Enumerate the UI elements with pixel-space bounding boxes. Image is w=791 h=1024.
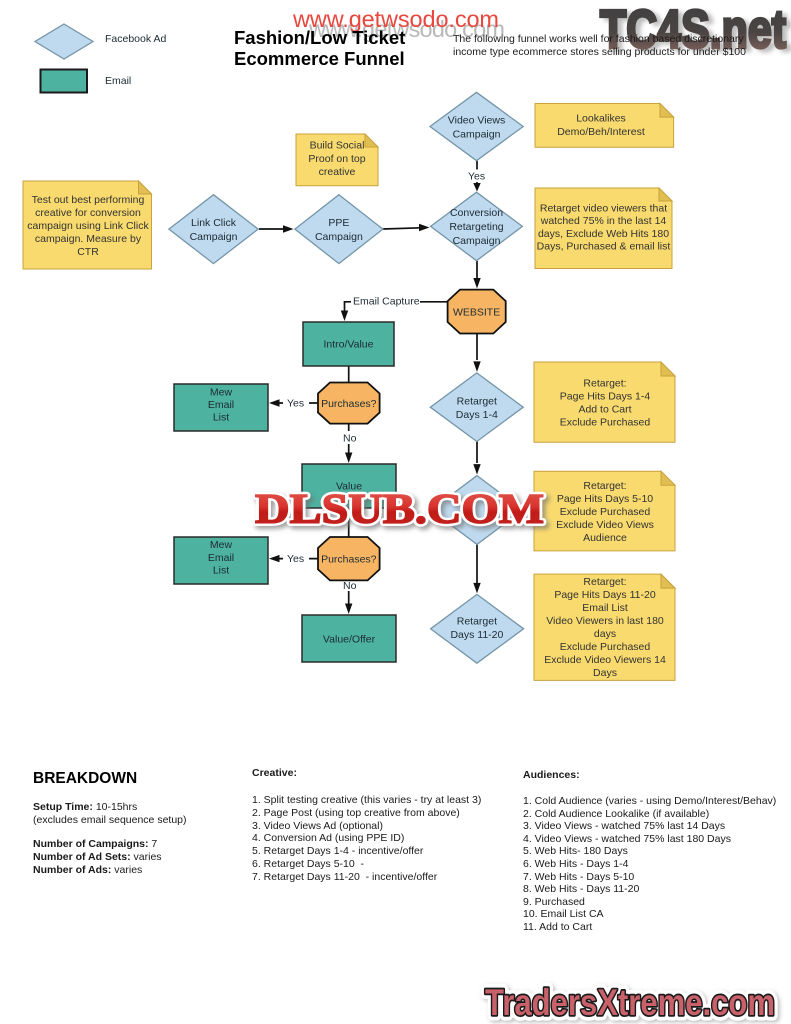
svg-text:TradersXtreme.com: TradersXtreme.com [485,982,775,1023]
svg-text:Campaign: Campaign [190,231,238,243]
svg-text:TradersXtreme.com: TradersXtreme.com [485,982,775,1023]
svg-text:Exclude Purchased: Exclude Purchased [560,506,651,518]
svg-text:Value: Value [336,481,362,493]
svg-text:Add to Cart: Add to Cart [578,404,631,416]
svg-text:Page Hits Days 11-20: Page Hits Days 11-20 [554,589,656,601]
svg-text:creative for conversion: creative for conversion [35,207,141,219]
svg-text:Mew: Mew [210,539,233,551]
svg-text:Campaign: Campaign [315,231,363,243]
svg-text:Audience: Audience [583,532,627,544]
svg-text:Demo/Beh/Interest: Demo/Beh/Interest [557,126,645,138]
svg-text:Conversion: Conversion [450,207,503,219]
svg-text:creative: creative [319,166,356,178]
svg-text:campaign using Link Click: campaign using Link Click [27,220,149,232]
svg-text:Retarget: Retarget [457,395,497,407]
svg-text:Campaign: Campaign [453,128,501,140]
svg-text:Purchases?: Purchases? [321,398,377,410]
svg-text:TC4S.net: TC4S.net [600,0,786,60]
svg-text:No: No [343,433,357,445]
svg-text:watched 75% in the last 14: watched 75% in the last 14 [540,215,667,227]
svg-text:PPE: PPE [328,217,349,229]
svg-text:List: List [213,565,229,577]
svg-text:Retarget:: Retarget: [583,480,626,492]
svg-text:Days 1-4: Days 1-4 [456,409,498,421]
svg-text:Video Views: Video Views [448,115,505,127]
svg-text:Email List: Email List [582,602,628,614]
svg-text:Days, Purchased & email list: Days, Purchased & email list [537,241,671,253]
svg-text:Build Social: Build Social [310,140,365,152]
svg-text:Retargeting: Retargeting [449,221,503,233]
svg-text:WEBSITE: WEBSITE [453,307,500,319]
svg-text:Value/Offer: Value/Offer [323,634,376,646]
svg-text:Days: Days [593,667,617,679]
svg-text:DLSUB.COM: DLSUB.COM [255,487,544,533]
svg-text:Exclude Video Viewers 14: Exclude Video Viewers 14 [544,654,666,666]
svg-text:days, Exclude Web Hits 180: days, Exclude Web Hits 180 [538,228,669,240]
svg-text:Email Capture: Email Capture [353,295,420,307]
svg-text:Email: Email [208,552,234,564]
svg-text:Retarget: Retarget [457,615,497,627]
svg-text:Yes: Yes [287,553,304,565]
svg-text:Lookalikes: Lookalikes [576,113,626,125]
svg-text:DLSUB.COM: DLSUB.COM [255,487,544,533]
svg-text:Page Hits Days 5-10: Page Hits Days 5-10 [557,493,653,505]
svg-text:Intro/Value: Intro/Value [323,339,373,351]
svg-text:Yes: Yes [287,398,304,410]
svg-text:Retarget:: Retarget: [583,576,626,588]
svg-text:No: No [343,580,357,592]
svg-text:www.getwsodo.com: www.getwsodo.com [292,6,499,32]
svg-text:Retarget video viewers that: Retarget video viewers that [540,202,667,214]
svg-text:Retarget:: Retarget: [583,378,626,390]
svg-text:Purchases?: Purchases? [321,554,377,566]
svg-text:Campaign: Campaign [453,235,501,247]
svg-text:campaign. Measure by: campaign. Measure by [35,233,142,245]
svg-text:Video Viewers in last 180: Video Viewers in last 180 [546,615,664,627]
svg-text:Exclude Video Views: Exclude Video Views [556,519,654,531]
svg-text:Mew: Mew [210,386,233,398]
svg-text:CTR: CTR [77,246,99,258]
svg-text:List: List [213,412,229,424]
svg-text:www.getwsodo.com: www.getwsodo.com [308,16,505,42]
svg-text:Proof on top: Proof on top [308,153,365,165]
svg-text:Yes: Yes [468,170,485,182]
svg-text:Link Click: Link Click [191,217,237,229]
svg-text:Exclude Purchased: Exclude Purchased [560,417,651,429]
svg-text:Page Hits Days 1-4: Page Hits Days 1-4 [560,391,651,403]
svg-text:days: days [594,628,616,640]
svg-text:Days 11-20: Days 11-20 [450,629,503,641]
svg-text:Exclude Purchased: Exclude Purchased [560,641,651,653]
svg-text:Test out best performing: Test out best performing [32,194,145,206]
svg-text:Email: Email [208,399,234,411]
svg-text:TradersXtreme.com: TradersXtreme.com [485,982,775,1023]
